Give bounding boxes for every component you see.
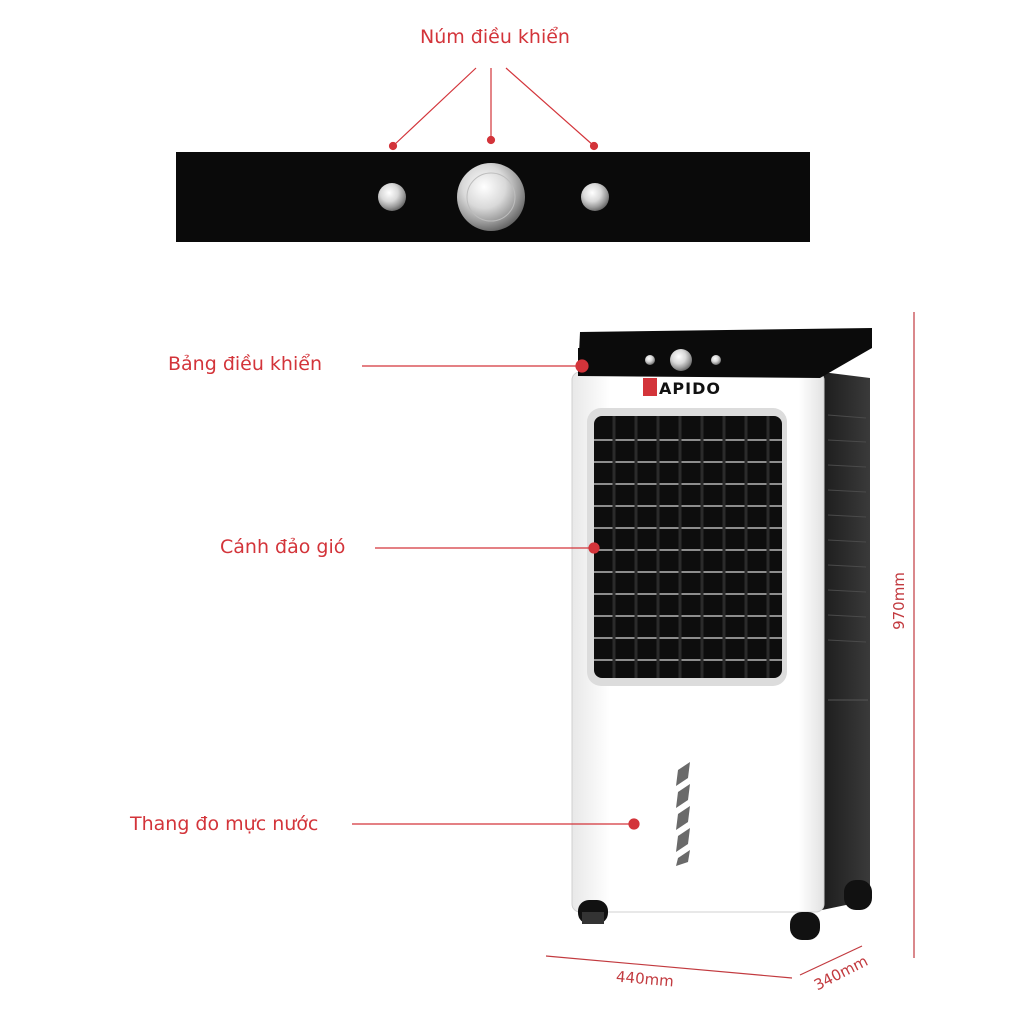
height-dimension: 970mm	[889, 572, 908, 630]
knob-leader-lines	[388, 67, 599, 151]
brand-logo-text: APIDO	[659, 379, 721, 398]
water-gauge-label: Thang đo mực nước	[130, 813, 319, 835]
dimension-lines	[545, 312, 915, 979]
control-strip-detail	[176, 152, 810, 242]
control-panel-label: Bảng điều khiển	[168, 353, 322, 375]
water-level-gauge	[676, 762, 690, 866]
knob-label: Núm điều khiển	[420, 26, 570, 48]
louver-label: Cánh đảo gió	[220, 536, 346, 558]
left-button	[378, 183, 406, 211]
air-cooler: APIDO	[571, 328, 872, 940]
side-leader-lines	[352, 359, 640, 830]
brand-logo: APIDO	[643, 378, 721, 398]
caster-wheels	[578, 880, 872, 940]
louver-slats	[594, 439, 782, 661]
right-button	[581, 183, 609, 211]
